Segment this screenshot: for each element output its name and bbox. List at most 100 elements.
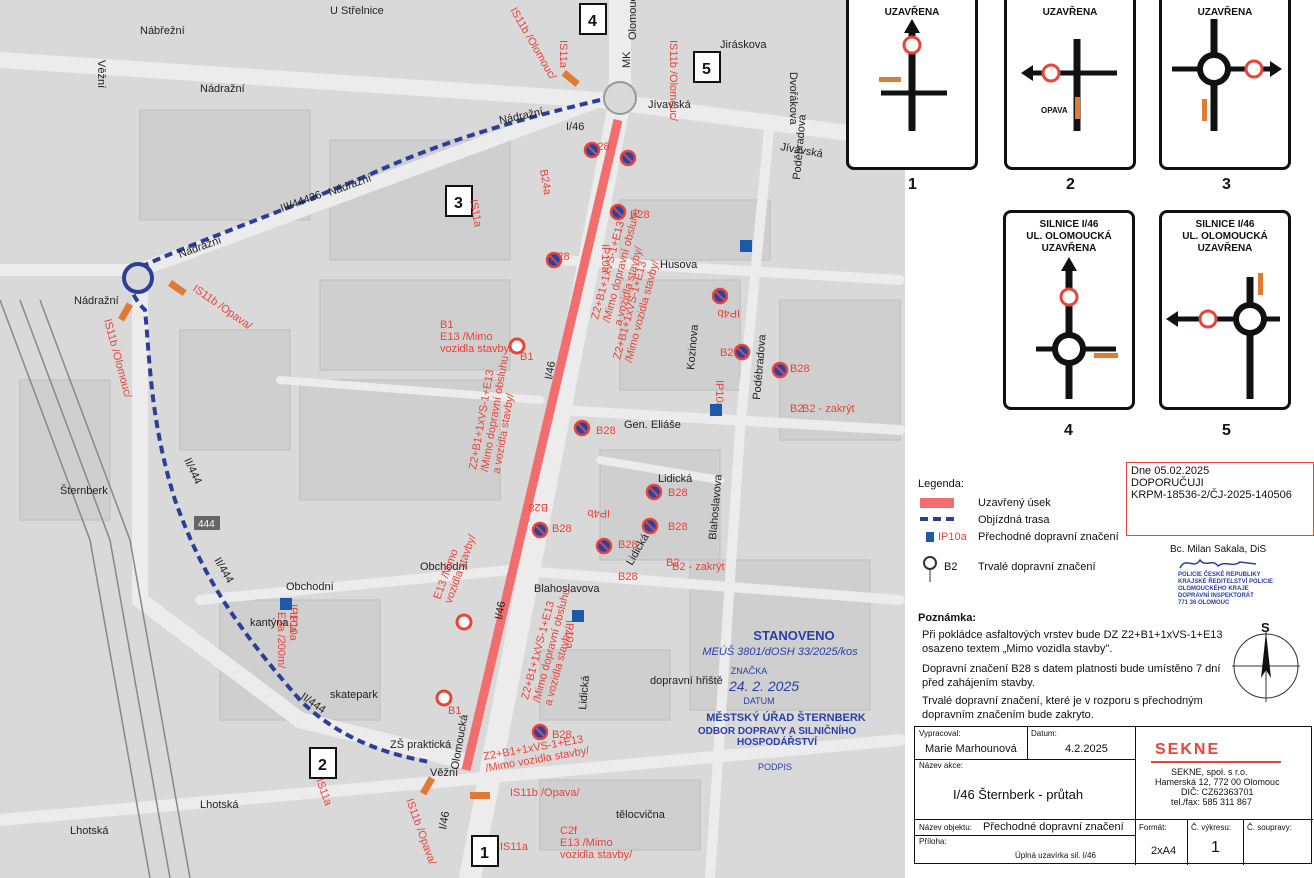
road-badge — [194, 516, 220, 530]
approval-ref: KRPM-18536-2/ČJ-2025-140506 — [1131, 489, 1292, 501]
sign-note: Z2+B1+1xVS-1+E13/Mimo dopravní obsluhua … — [467, 353, 523, 475]
sign-title: UZAVŘENA — [884, 7, 940, 18]
sign-icons — [531, 141, 789, 741]
sign-diagram — [1036, 257, 1118, 399]
police-stamp-line: OLOMOUCKÉHO KRAJE — [1178, 586, 1249, 592]
title-block: Vypracoval: Marie Marhounová Datum: 4.2.… — [914, 726, 1313, 865]
annotation: IS11b /Opava/ — [510, 787, 580, 799]
stop-number: 3 — [454, 195, 463, 212]
stop-number: 5 — [702, 61, 711, 78]
annotation: IS11b /Opava/ — [403, 797, 438, 867]
b28-sign-slash — [613, 207, 623, 217]
annotation: B24a — [537, 168, 553, 196]
stop-box[interactable] — [471, 835, 499, 867]
stop-box[interactable] — [309, 747, 337, 779]
sign-card-5: SILNICE I/46 UL. OLOMOUCKÁ UZAVŘENA — [1159, 210, 1291, 410]
annotation: IS11b /Opava/ — [190, 283, 255, 333]
b28-sign-slash — [535, 525, 545, 535]
annotation: B2 — [666, 557, 679, 569]
note-paragraph: Trvalé dopravní značení, které je v rozp… — [922, 695, 1203, 721]
sign-diagram: OPAVA — [1021, 39, 1117, 131]
map-canvas: U Střelnice Nábřežní Nádražní Nádražní N… — [0, 0, 905, 878]
tb-format-label: Formát: — [1139, 823, 1167, 832]
approval-recommend: DOPORUČUJI — [1131, 477, 1204, 489]
annotation: B28 — [528, 501, 548, 513]
b28-sign-slash — [577, 423, 587, 433]
stanoveno-title: STANOVENO — [753, 628, 835, 643]
sign-title: UZAVŘENA — [1197, 7, 1253, 18]
detour-route — [129, 98, 601, 764]
stop-box[interactable] — [579, 3, 607, 35]
note-title: Poznámka: — [918, 612, 977, 624]
street-label: Nádražní — [74, 295, 119, 307]
sign-diagram — [879, 19, 947, 131]
stop-box[interactable] — [693, 51, 721, 83]
street-label: I/46 — [543, 360, 558, 380]
annotation: B28 — [552, 523, 572, 535]
sign-card-3: UZAVŘENA — [1159, 0, 1291, 170]
sign-diagram — [1166, 273, 1280, 399]
sign-title: UZAVŘENA — [1042, 7, 1098, 18]
place-label: dopravní hřiště — [650, 675, 723, 687]
street-label: I/46 — [493, 600, 508, 620]
ip10a-sign-icon — [280, 598, 292, 610]
stanoveno-office: MĚSTSKÝ ÚŘAD ŠTERNBERK — [706, 712, 866, 724]
street-label: Věžní — [95, 60, 107, 88]
note-paragraph: Dopravní značení B28 s datem platnosti b… — [922, 663, 1221, 689]
company-name: SEKNE, spol. s r.o. — [1171, 767, 1248, 777]
street-label: Kozinova — [685, 323, 701, 370]
street-label: Husova — [660, 259, 698, 271]
street-label: I/46 — [566, 121, 584, 133]
place-label: skatepark — [330, 689, 378, 701]
place-label: kantýna — [250, 617, 289, 629]
is11-sign-icon — [117, 302, 134, 322]
street-label: Nádražní — [177, 234, 223, 261]
annotation: B28 — [668, 487, 688, 499]
sign-diagram — [1172, 19, 1282, 131]
legend-label: Trvalé dopravní značení — [978, 561, 1096, 573]
annotation: B28 — [618, 539, 638, 551]
street-label: Lhotská — [200, 799, 239, 811]
annotation: B28 — [552, 729, 572, 741]
is11-sign-icon — [561, 69, 580, 87]
sign-card-1: UZAVŘENA — [846, 0, 978, 170]
street-label: Jiráskova — [720, 39, 767, 51]
tb-format: 2xA4 — [1151, 845, 1177, 857]
tb-divider — [915, 819, 1313, 820]
tb-divider — [1027, 727, 1028, 759]
stanoveno-date: 24. 2. 2025 — [728, 678, 800, 694]
is11-sign-icon — [167, 280, 187, 297]
street-label: MK — [621, 51, 633, 68]
street-label: Gen. Eliáše — [624, 419, 681, 431]
police-stamp-line: POLICIE ČESKÉ REPUBLIKY — [1178, 572, 1261, 578]
b28-sign-slash — [623, 153, 633, 163]
is11-sign-icon — [470, 792, 490, 799]
street-label: U Střelnice — [330, 5, 384, 17]
place-label: ZŠ praktická — [390, 738, 452, 751]
stop-number: 2 — [318, 757, 327, 774]
b28-sign-slash — [737, 347, 747, 357]
street-label: Věžní — [430, 767, 458, 779]
stanoveno-datum: DATUM — [743, 696, 775, 706]
sign-note: B2 - zakrýt — [802, 403, 855, 415]
map-area[interactable]: U Střelnice Nábřežní Nádražní Nádražní N… — [0, 0, 905, 878]
sign-title: SILNICE I/46 UL. OLOMOUCKÁ UZAVŘENA — [1182, 219, 1268, 254]
annotation: IS11a — [500, 841, 529, 853]
compass-label: S — [1261, 620, 1270, 635]
annotation: B2 — [790, 403, 803, 415]
legend-label: Objízdná trasa — [978, 514, 1050, 526]
b28-sign-slash — [587, 145, 597, 155]
stop-number: 4 — [588, 13, 597, 30]
road-badge-label: 444 — [198, 519, 215, 530]
approval-date: Dne 05.02.2025 — [1131, 465, 1210, 477]
tb-object-label: Název objektu: — [919, 823, 972, 832]
tb-set-label: Č. soupravy: — [1247, 823, 1292, 832]
stop-box[interactable] — [445, 185, 473, 217]
sign-note: IP10aE3a /200m/ — [275, 612, 299, 669]
annotation: B28 — [668, 521, 688, 533]
compass-icon — [1232, 632, 1300, 702]
b28-sign-slash — [535, 727, 545, 737]
b28-sign-slash — [715, 291, 725, 301]
stanoveno-znacka: ZNAČKA — [730, 666, 768, 676]
tb-sheet-label: Č. výkresu: — [1191, 823, 1232, 832]
